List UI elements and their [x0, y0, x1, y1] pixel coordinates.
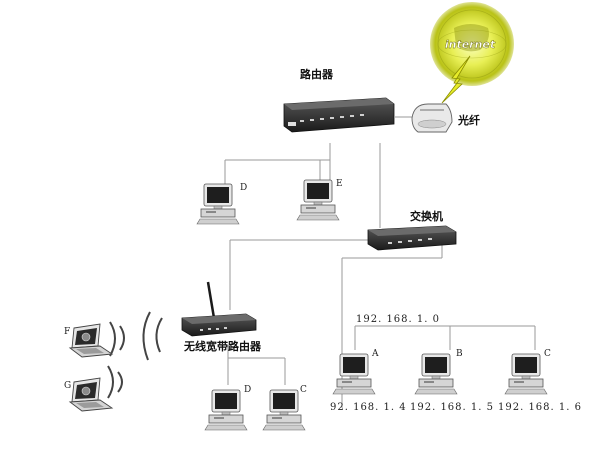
- ip-a: 92. 168. 1. 4: [330, 402, 407, 413]
- pc-bottom-c: C: [262, 385, 307, 431]
- pc-b: B: [414, 349, 463, 395]
- pc-a: A: [332, 349, 379, 395]
- ip-b: 192. 168. 1. 5: [410, 402, 494, 413]
- wires: [224, 116, 536, 408]
- wireless-router-label: 无线宽带路由器: [183, 339, 262, 353]
- svg-text:C: C: [300, 385, 307, 395]
- internet-globe: internet: [430, 2, 514, 86]
- laptop-g: G: [64, 377, 113, 412]
- svg-text:A: A: [371, 349, 379, 359]
- svg-text:E: E: [336, 179, 343, 189]
- fiber-modem-icon: [411, 103, 453, 133]
- ip-c: 192. 168. 1. 6: [498, 402, 582, 413]
- wireless-router-icon: [181, 281, 257, 337]
- pc-top-d: D: [196, 183, 247, 225]
- router-label: 路由器: [300, 67, 334, 81]
- svg-text:F: F: [64, 327, 70, 337]
- svg-text:G: G: [64, 381, 71, 391]
- pc-c: C: [504, 349, 551, 395]
- svg-text:C: C: [544, 349, 551, 359]
- laptop-f: F: [64, 323, 113, 358]
- wireless-signal-icon: [107, 311, 163, 399]
- pc-top-e: E: [296, 179, 343, 221]
- switch-label: 交换机: [410, 209, 443, 223]
- lightning-bolt-icon: [441, 55, 471, 104]
- svg-text:D: D: [244, 385, 251, 395]
- svg-text:D: D: [240, 183, 247, 193]
- svg-text:B: B: [456, 349, 463, 359]
- internet-label: internet: [445, 38, 496, 51]
- subnet-label: 192. 168. 1. 0: [356, 314, 440, 325]
- pc-bottom-d: D: [204, 385, 251, 431]
- main-router-icon: [283, 97, 395, 133]
- switch-icon: [367, 225, 457, 251]
- fiber-label: 光纤: [457, 113, 480, 127]
